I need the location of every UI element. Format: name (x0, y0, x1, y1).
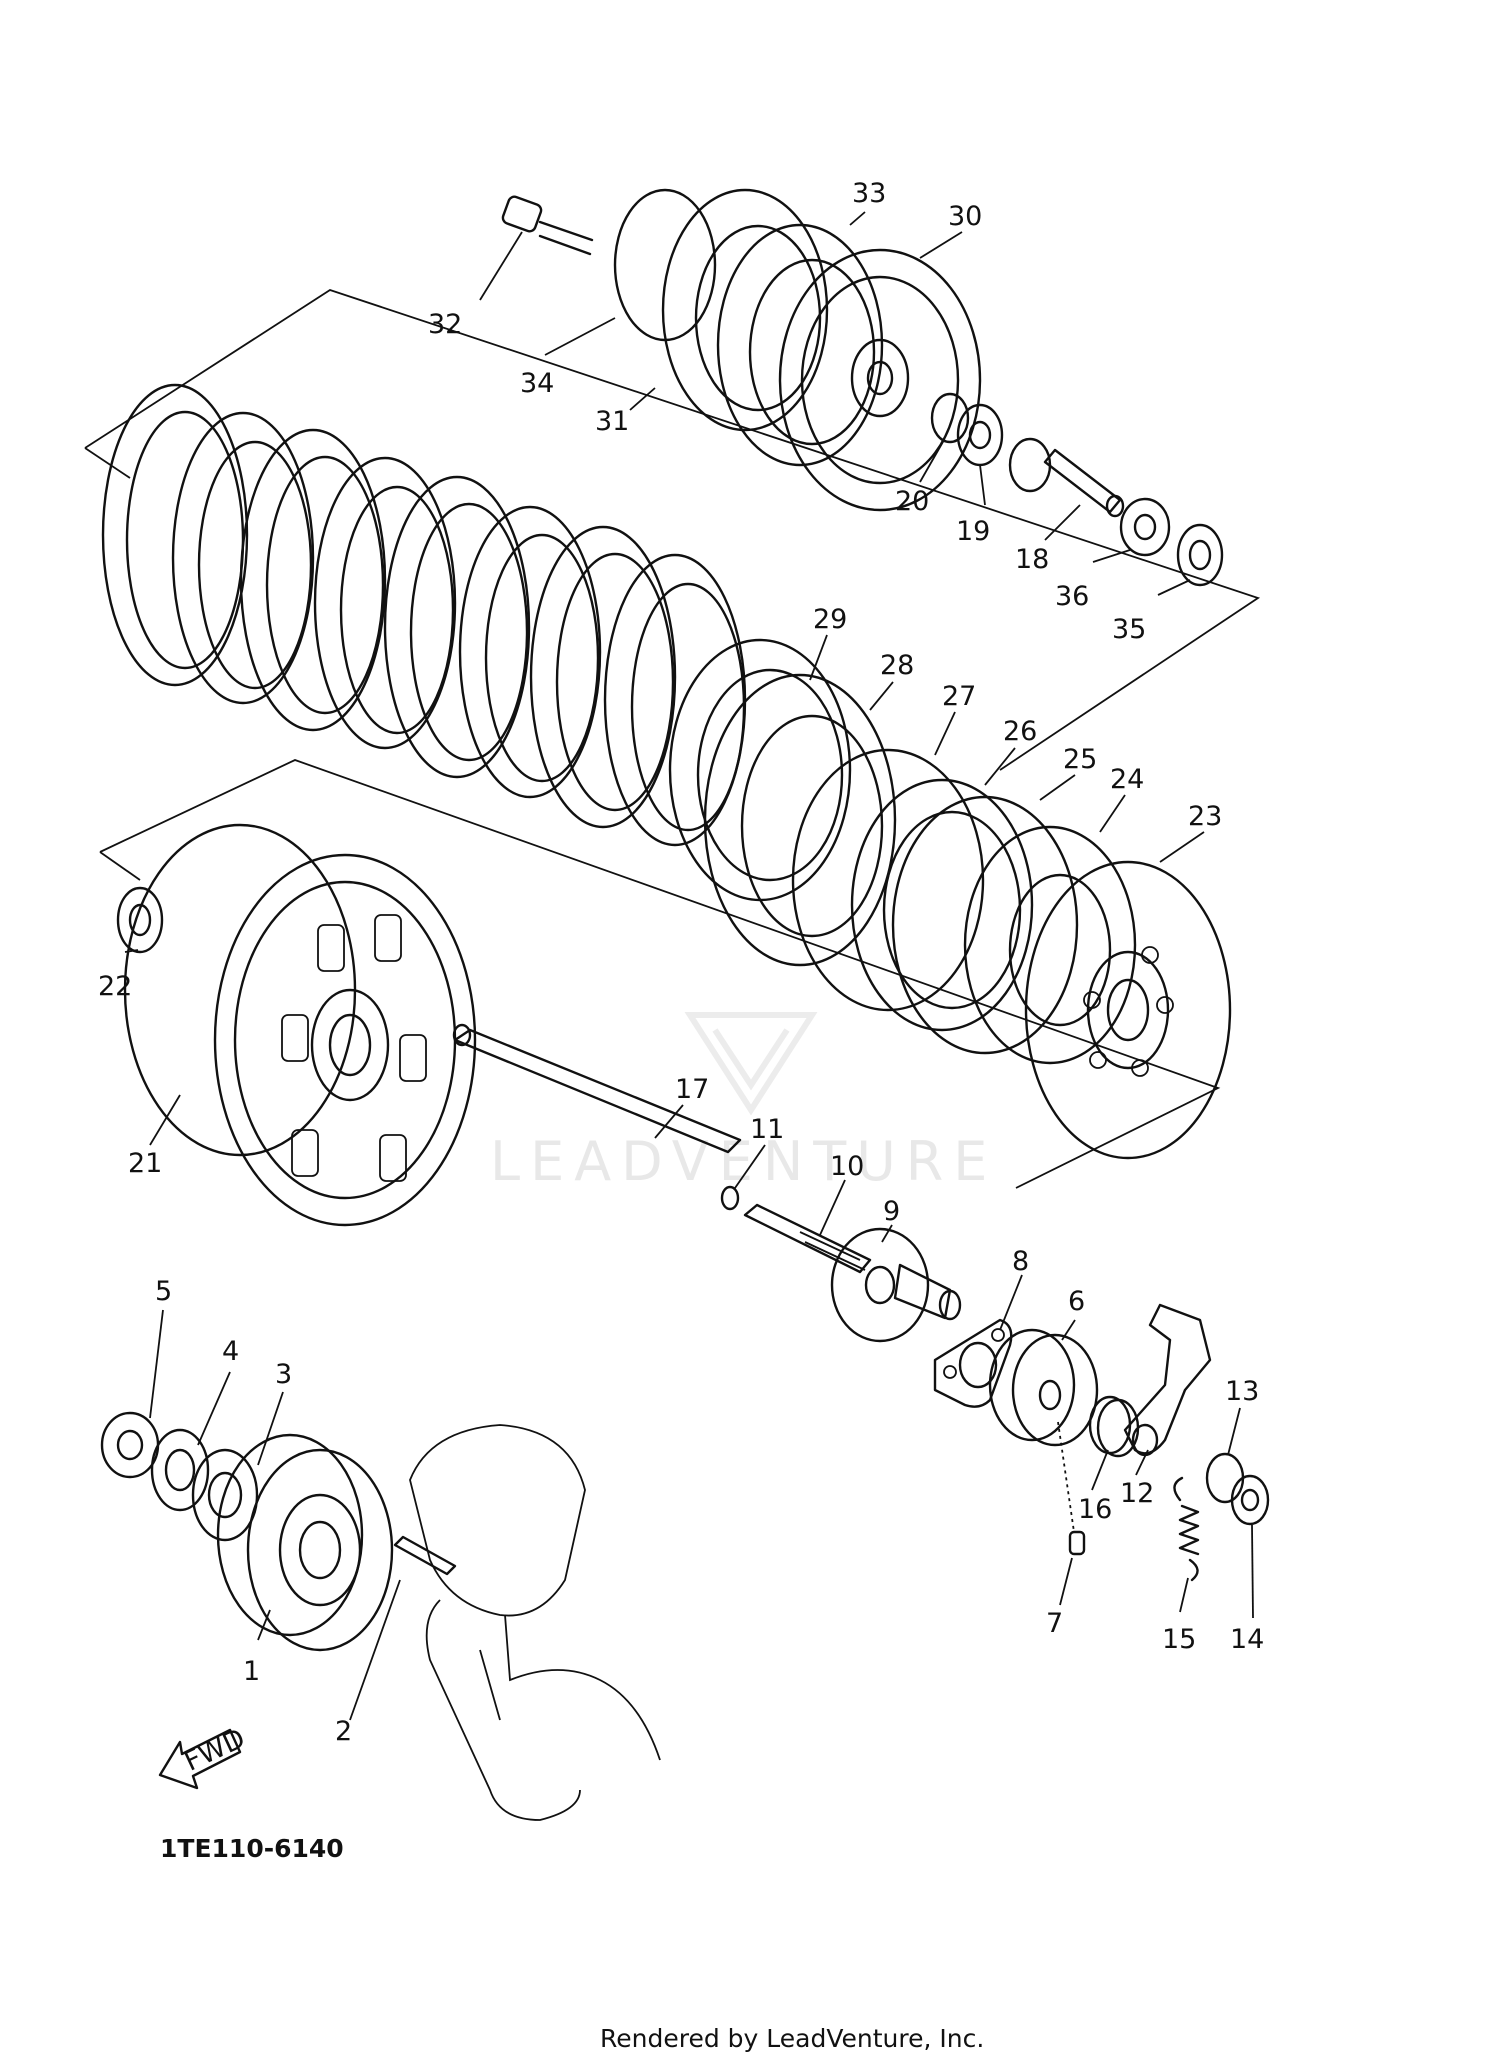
part-11-o-ring (720, 1185, 740, 1211)
part-label-35: 35 (1112, 614, 1146, 645)
footer-credit: Rendered by LeadVenture, Inc. (600, 2024, 985, 2053)
clutch-plate-stack (101, 383, 747, 847)
part-25-ring (891, 795, 1079, 1055)
part-label-16: 16 (1078, 1494, 1112, 1525)
part-label-32: 32 (428, 309, 462, 340)
lower-group-frame (99, 759, 1221, 1189)
watermark-text: LEADVENTURE (490, 1130, 997, 1193)
part-26-plate (850, 778, 1034, 1032)
part-13-washer (1205, 1452, 1245, 1504)
part-1-primary-drive-gear (216, 1433, 394, 1652)
part-label-22: 22 (98, 971, 132, 1002)
part-35-lock-washer (1176, 523, 1224, 587)
part-label-10: 10 (830, 1151, 864, 1182)
part-16-collar (1088, 1395, 1140, 1458)
part-label-21: 21 (128, 1148, 162, 1179)
part-8-plate (933, 1318, 1013, 1408)
part-23-pressure-plate (1024, 860, 1232, 1160)
diagram-code: 1TE110-6140 (160, 1834, 344, 1863)
part-label-5: 5 (155, 1276, 172, 1307)
part-4-lock-washer (150, 1428, 210, 1512)
part-label-6: 6 (1068, 1286, 1085, 1317)
part-33-plate (716, 223, 884, 467)
part-label-36: 36 (1055, 581, 1089, 612)
part-34-gasket (613, 188, 717, 342)
part-3-washer (191, 1448, 259, 1542)
part-18-push-rod (1008, 437, 1125, 518)
part-label-2: 2 (335, 1716, 352, 1747)
part-6-cam (988, 1328, 1099, 1447)
part-15-spring (1173, 1476, 1200, 1582)
fwd-label: FWD (180, 1723, 250, 1778)
part-label-33: 33 (852, 178, 886, 209)
part-10-push-rod (743, 1203, 872, 1274)
part-label-23: 23 (1188, 801, 1222, 832)
part-label-11: 11 (750, 1114, 784, 1145)
part-31-plate (661, 188, 829, 432)
part-24-clutch-boss (963, 825, 1137, 1065)
part-9-push-lever (830, 1227, 962, 1343)
part-19-bearing (956, 403, 1004, 467)
watermark: LEADVENTURE (490, 1012, 997, 1193)
part-label-15: 15 (1162, 1624, 1196, 1655)
part-20-washer (930, 392, 970, 444)
part-28-friction-plate (703, 673, 897, 967)
part-22-washer (116, 886, 164, 954)
part-label-12: 12 (1120, 1478, 1154, 1509)
part-32-bolt (501, 195, 594, 256)
part-label-13: 13 (1225, 1376, 1259, 1407)
part-label-19: 19 (956, 516, 990, 547)
part-label-24: 24 (1110, 764, 1144, 795)
part-label-4: 4 (222, 1336, 239, 1367)
part-14-nut (1230, 1474, 1270, 1526)
part-label-34: 34 (520, 368, 554, 399)
part-label-20: 20 (895, 486, 929, 517)
part-label-26: 26 (1003, 716, 1037, 747)
part-label-3: 3 (275, 1359, 292, 1390)
leader-lines (124, 211, 1254, 1721)
part-27-ring (791, 748, 985, 1012)
part-label-31: 31 (595, 406, 629, 437)
part-2-key (393, 1535, 457, 1576)
part-36-nut (1119, 497, 1171, 557)
part-label-29: 29 (813, 604, 847, 635)
part-label-1: 1 (243, 1656, 260, 1687)
part-17-push-rod (452, 1023, 742, 1154)
part-5-nut (100, 1411, 160, 1479)
part-label-28: 28 (880, 650, 914, 681)
part-label-7: 7 (1046, 1608, 1063, 1639)
fwd-arrow: FWD (158, 1723, 250, 1790)
part-21-clutch-housing (123, 823, 477, 1227)
part-label-27: 27 (942, 681, 976, 712)
part-label-8: 8 (1012, 1246, 1029, 1277)
part-label-14: 14 (1230, 1624, 1264, 1655)
part-7-pin (1057, 1421, 1086, 1556)
part-labels: 1 2 3 4 5 6 7 8 9 10 11 12 13 14 15 16 1… (98, 178, 1264, 1747)
part-label-17: 17 (675, 1074, 709, 1105)
part-label-9: 9 (883, 1196, 900, 1227)
part-label-18: 18 (1015, 544, 1049, 575)
part-label-25: 25 (1063, 744, 1097, 775)
crankshaft-outline (409, 1424, 661, 1821)
part-label-30: 30 (948, 201, 982, 232)
part-30-clutch-cover (778, 248, 982, 512)
